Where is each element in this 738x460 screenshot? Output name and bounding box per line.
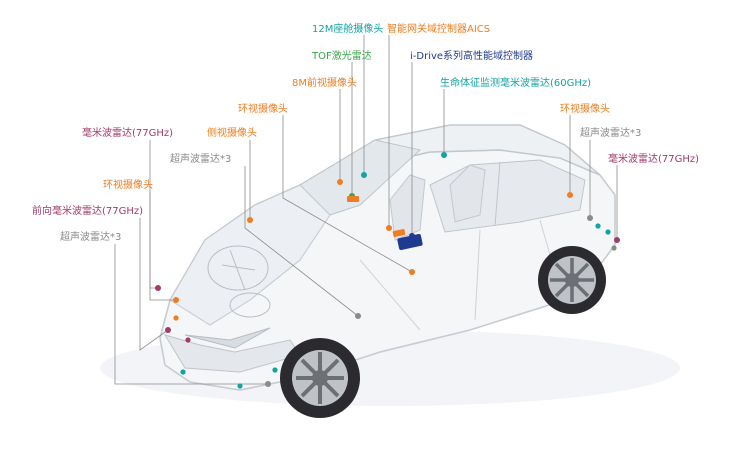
- sensor-markers: [155, 152, 620, 389]
- connector-lines: [114, 35, 618, 385]
- sensor-marker-mmwave-right: [614, 237, 620, 243]
- headlight: [184, 327, 271, 349]
- sensor-dot-0: [180, 369, 186, 375]
- label-front-mmwave-radar: 前向毫米波雷达(77GHz): [32, 206, 144, 217]
- idrive-controller-unit: [397, 234, 423, 250]
- sensor-marker-ultrasonic-left-lower: [265, 381, 271, 387]
- leader-line-mmwave-left: [149, 140, 158, 289]
- sensor-marker-ultrasonic-left-upper: [355, 313, 361, 319]
- sensor-marker-surround-camera-right: [567, 192, 573, 198]
- sensor-marker-front-mmwave: [165, 327, 171, 333]
- sensor-marker-gateway-aics: [386, 225, 392, 231]
- sensor-marker-camera-8m-front: [337, 179, 343, 185]
- sensor-dot-2: [272, 367, 278, 373]
- sensor-dot-5: [173, 315, 179, 321]
- rear-wheel: [538, 246, 606, 314]
- label-mmwave-radar-left: 毫米波雷达(77GHz): [82, 128, 174, 139]
- front-wheel: [280, 338, 360, 418]
- sensor-marker-ultrasonic-right-a: [587, 215, 593, 221]
- label-ultrasonic-right: 超声波雷达*3: [580, 128, 642, 139]
- label-camera-8m-front: 8M前视摄像头: [292, 78, 357, 89]
- label-surround-camera-top: 环视摄像头: [238, 104, 288, 115]
- leader-line-front-mmwave: [139, 218, 169, 351]
- engine-bay: [207, 245, 271, 318]
- leader-line-ultrasonic-left-upper: [244, 166, 359, 317]
- sensor-dot-4: [595, 223, 601, 229]
- sensor-marker-surround-camera-top: [409, 269, 415, 275]
- sensor-dot-3: [605, 229, 611, 235]
- label-gateway-aics: 智能网关域控制器AICS: [387, 24, 491, 35]
- label-tof-lidar: TOF激光雷达: [312, 51, 372, 62]
- sensor-marker-mmwave-left: [155, 285, 161, 291]
- label-surround-camera-left: 环视摄像头: [103, 180, 153, 191]
- label-vital-radar: 生命体征监测毫米波雷达(60GHz): [440, 78, 592, 89]
- label-ultrasonic-left-upper: 超声波雷达*3: [170, 154, 232, 165]
- sensor-dot-1: [237, 383, 243, 389]
- leader-line-ultrasonic-left-lower: [114, 244, 268, 385]
- label-idrive-controller: i-Drive系列高性能域控制器: [410, 51, 534, 62]
- hood: [169, 184, 331, 326]
- sensor-dot-7: [611, 245, 617, 251]
- cabin-seats: [389, 164, 486, 241]
- tof-unit: [347, 196, 359, 202]
- label-camera-12m-cabin: 12M座舱摄像头: [312, 24, 384, 35]
- label-mmwave-radar-right: 毫米波雷达(77GHz): [608, 154, 700, 165]
- label-side-camera: 侧视摄像头: [207, 128, 257, 139]
- sensor-dot-6: [185, 337, 191, 343]
- leader-line-surround-camera-top: [282, 115, 413, 273]
- sensor-marker-vital-radar: [441, 152, 447, 158]
- b-pillar: [494, 161, 501, 227]
- gateway-unit: [392, 229, 406, 237]
- sensor-marker-camera-12m-cabin: [361, 172, 367, 178]
- sensor-marker-surround-camera-left: [173, 297, 179, 303]
- label-surround-camera-right: 环视摄像头: [560, 104, 610, 115]
- leader-line-surround-camera-left: [149, 192, 176, 301]
- label-ultrasonic-left-lower: 超声波雷达*3: [60, 232, 122, 243]
- sensor-marker-side-camera: [247, 217, 253, 223]
